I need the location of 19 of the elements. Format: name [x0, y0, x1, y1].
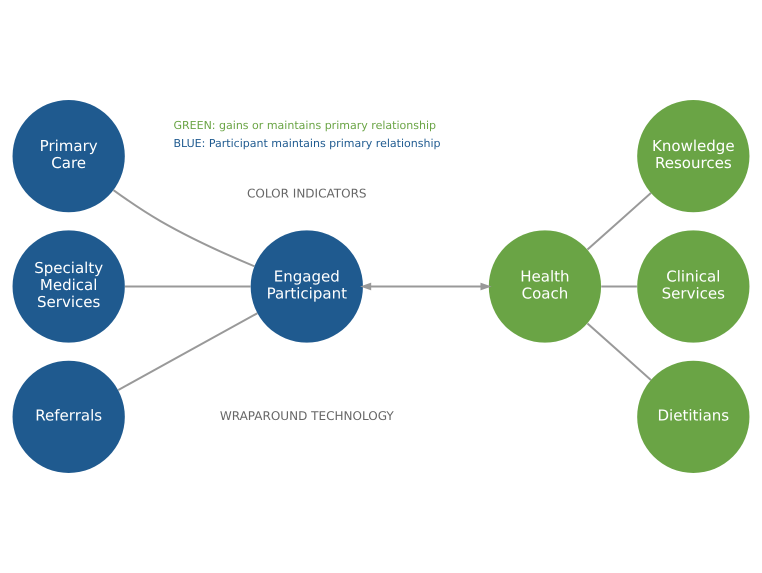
label: WRAPAROUND TECHNOLOGY: [220, 408, 394, 423]
connector: [112, 189, 255, 268]
connector: [586, 192, 652, 250]
node-circle: Engaged Participant: [250, 230, 363, 343]
arrow: [360, 282, 492, 290]
connector: [586, 322, 652, 381]
connector: [125, 286, 250, 288]
node-circle: Primary Care: [12, 100, 125, 212]
label: COLOR INDICATORS: [247, 186, 367, 200]
node-circle: Knowledge Resources: [637, 100, 750, 212]
node-circle: Specialty Medical Services: [12, 230, 125, 343]
connector: [601, 286, 637, 288]
node-circle: Clinical Services: [637, 230, 750, 343]
node-circle: Dietitians: [637, 360, 750, 473]
node-circle: Health Coach: [488, 230, 602, 343]
legend-label: GREEN: gains or maintains primary relationship: [173, 118, 436, 132]
connector: [118, 312, 258, 391]
legend-label: BLUE: Participant maintains primary relationship: [173, 136, 441, 150]
node-circle: Referrals: [12, 360, 125, 473]
